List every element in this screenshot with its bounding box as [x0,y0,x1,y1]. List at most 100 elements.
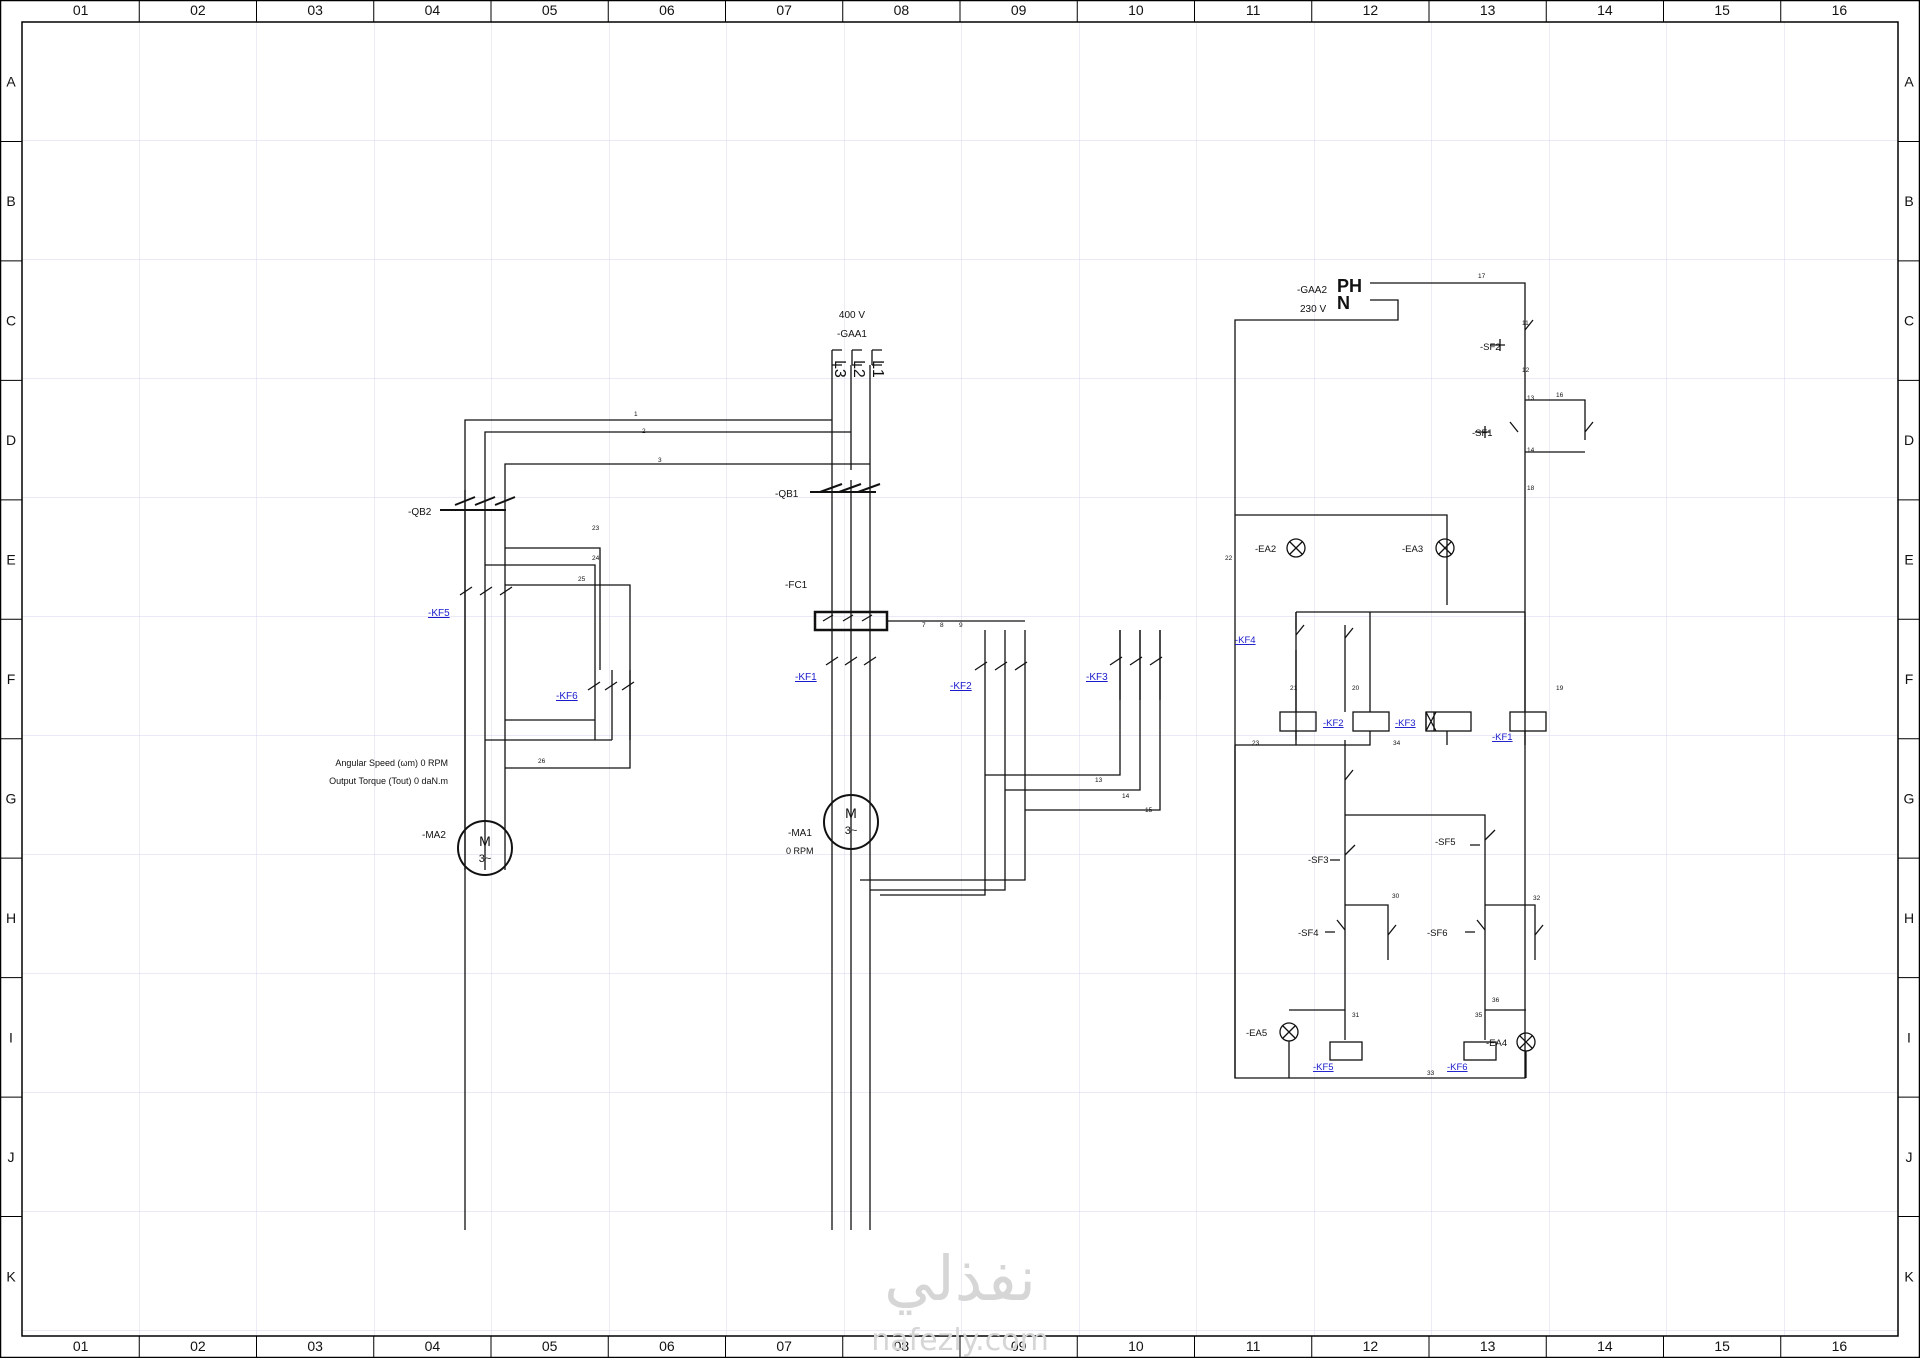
column-header-14-top: 14 [1597,2,1613,18]
column-header-14-bottom: 14 [1597,1338,1613,1354]
row-header-J-right: J [1906,1149,1913,1165]
control-wire-label: 17 [1478,273,1486,280]
row-header-J-left: J [8,1149,15,1165]
row-header-F-left: F [7,671,16,687]
power-wire-label: 14 [1122,793,1130,800]
relay-ref-kf6[interactable]: -KF6 [1447,1062,1468,1073]
column-header-10-bottom: 10 [1128,1338,1144,1354]
control-labels: -GAA2 230 V PH N -SF1-SF2-SF3-SF4-SF5-SF… [1225,273,1564,1077]
phase-l3-label: L3 [831,360,848,378]
switch-label-sf2: -SF2 [1480,342,1501,353]
column-header-08-top: 08 [894,2,910,18]
power-wire-label: 23 [592,525,600,532]
overload-fc1-label: -FC1 [785,580,808,591]
column-header-08-bottom: 08 [894,1338,910,1354]
n-label: N [1337,293,1350,313]
column-header-05-bottom: 05 [542,1338,558,1354]
column-header-10-top: 10 [1128,2,1144,18]
ph-label: PH [1337,276,1362,296]
row-header-D-left: D [6,432,16,448]
control-wire-label: 22 [1225,555,1233,562]
power-wire-label: 8 [940,622,944,629]
row-header-H-left: H [6,910,16,926]
column-header-03-top: 03 [307,2,323,18]
lamp-label-ea5: -EA5 [1246,1028,1267,1039]
column-header-11-bottom: 11 [1246,1338,1261,1354]
column-header-16-bottom: 16 [1832,1338,1848,1354]
relay-ref-kf3[interactable]: -KF3 [1395,718,1416,729]
control-wire-label: 34 [1393,740,1401,747]
control-wire-label: 33 [1427,1070,1435,1077]
column-header-05-top: 05 [542,2,558,18]
motor-ma2-speed: Angular Speed (ωm) 0 RPM [335,758,448,768]
row-header-K-left: K [6,1268,16,1284]
row-header-A-right: A [1904,74,1914,90]
power-wire-label: 26 [538,758,546,765]
switch-label-sf4: -SF4 [1298,928,1319,939]
motor-ma2-phase: 3~ [479,853,492,865]
control-wire-label: 13 [1527,395,1535,402]
control-wire-label: 35 [1475,1012,1483,1019]
power-wire-label: 1 [634,411,638,418]
control-supply-tag: -GAA2 [1297,285,1327,296]
motor-ma1-speed: 0 RPM [786,846,814,856]
column-header-12-top: 12 [1363,2,1379,18]
supply-voltage-label: 400 V [839,310,865,321]
breaker-qb1-label: -QB1 [775,489,799,500]
column-header-13-top: 13 [1480,2,1496,18]
column-header-03-bottom: 03 [307,1338,323,1354]
row-header-B-right: B [1904,193,1913,209]
contactor-kf1-label[interactable]: -KF1 [795,672,817,683]
column-header-04-bottom: 04 [425,1338,441,1354]
contactor-kf6-label[interactable]: -KF6 [556,691,578,702]
motor-ma2-torque: Output Torque (Tout) 0 daN.m [329,776,448,786]
watermark-latin: nafezly.com [871,1323,1049,1358]
relay-ref-kf2[interactable]: -KF2 [1323,718,1344,729]
power-circuit-main [464,349,1163,1230]
column-header-09-bottom: 09 [1011,1338,1027,1354]
row-header-A-left: A [6,74,16,90]
power-wire-label: 3 [658,457,662,464]
contactor-kf2-label[interactable]: -KF2 [950,681,972,692]
power-wire-label: 13 [1095,777,1103,784]
row-header-C-right: C [1904,313,1914,329]
motor-ma1-label: -MA1 [788,828,812,839]
column-header-02-bottom: 02 [190,1338,206,1354]
column-header-15-top: 15 [1714,2,1730,18]
column-header-13-bottom: 13 [1480,1338,1496,1354]
column-header-06-top: 06 [659,2,675,18]
phase-l1-label: L1 [869,360,886,378]
relay-ref-kf1[interactable]: -KF1 [1492,732,1513,743]
power-circuit-aux [440,490,635,876]
power-wire-label: 15 [1145,807,1153,814]
column-header-04-top: 04 [425,2,441,18]
column-header-06-bottom: 06 [659,1338,675,1354]
motor-ma1-phase: 3~ [845,825,858,837]
motor-ma1-symbol: M [845,805,857,821]
column-header-12-bottom: 12 [1363,1338,1379,1354]
column-header-07-bottom: 07 [776,1338,792,1354]
row-header-E-right: E [1904,552,1913,568]
contactor-kf5-label[interactable]: -KF5 [428,608,450,619]
control-wire-label: 36 [1492,997,1500,1004]
contactor-kf3-label[interactable]: -KF3 [1086,672,1108,683]
column-header-02-top: 02 [190,2,206,18]
breaker-qb2-label: -QB2 [408,507,432,518]
row-header-H-right: H [1904,910,1914,926]
column-header-01-top: 01 [73,2,89,18]
column-headers: 0101020203030404050506060707080809091010… [73,2,1848,1354]
switch-label-sf3: -SF3 [1308,855,1329,866]
relay-ref-kf4[interactable]: -KF4 [1235,635,1256,646]
row-header-B-left: B [6,193,15,209]
control-wire-label: 18 [1527,485,1535,492]
relay-ref-kf5[interactable]: -KF5 [1313,1062,1334,1073]
watermark-arabic: نفذلي [884,1242,1036,1315]
column-header-09-top: 09 [1011,2,1027,18]
control-wire-label: 23 [1252,740,1260,747]
motor-ma2-symbol: M [479,833,491,849]
control-wire-label: 31 [1352,1012,1360,1019]
watermark: نفذلي nafezly.com [871,1242,1049,1358]
row-header-D-right: D [1904,432,1914,448]
control-circuit [1234,282,1594,1079]
